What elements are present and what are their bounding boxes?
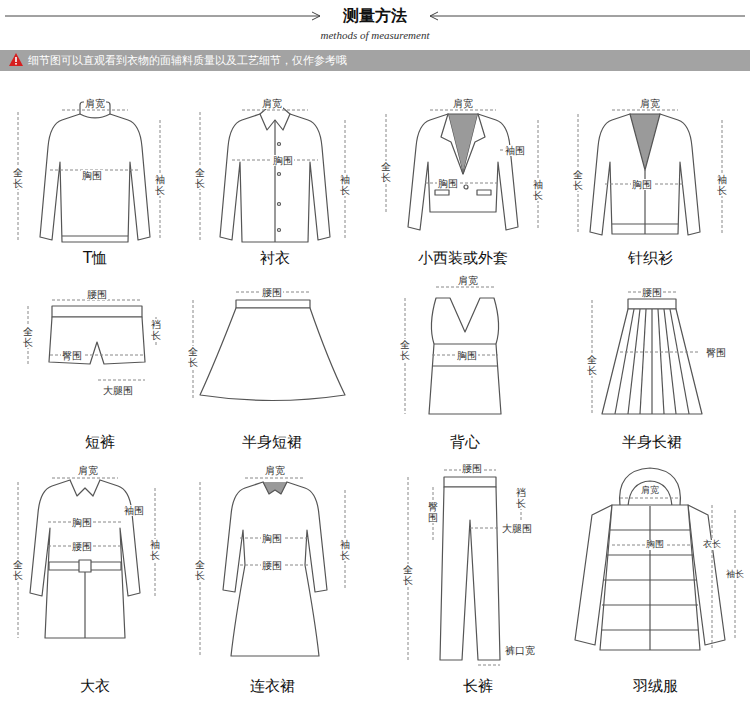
- notice-text: 细节图可以直观看到衣物的面辅料质量以及工艺细节，仅作参考哦: [28, 55, 347, 67]
- measure-label: 袖长: [717, 174, 727, 196]
- measure-label: 胸围: [261, 533, 283, 544]
- garment-name: 羽绒服: [633, 678, 678, 695]
- measure-label: 全长: [23, 326, 33, 348]
- garment-name: 连衣裙: [250, 678, 295, 695]
- measure-label: 臀围: [428, 501, 438, 523]
- garment-name: T恤: [83, 250, 107, 267]
- measure-label: 胸围: [456, 350, 478, 361]
- measure-label: 袖长: [340, 174, 350, 196]
- measure-label: 袖长: [155, 174, 165, 196]
- measure-label: 肩宽: [77, 465, 99, 476]
- measure-label: 腰围: [641, 287, 663, 298]
- measure-label: 胸围: [71, 517, 93, 528]
- measure-label: 袖围: [504, 145, 526, 156]
- garment-name: 背心: [450, 434, 480, 451]
- measure-label: 大腿围: [102, 385, 134, 396]
- measure-label: 全长: [400, 339, 410, 361]
- measure-label: 裆长: [151, 319, 161, 341]
- garment-name: 小西装或外套: [418, 250, 508, 267]
- garment-name: 大衣: [80, 678, 110, 695]
- measure-label: 胸围: [272, 155, 294, 166]
- measure-label: 袖长: [150, 539, 160, 561]
- measure-label: 全长: [381, 161, 391, 183]
- measure-label: 大腿围: [501, 523, 533, 534]
- measure-label: 全长: [195, 167, 205, 189]
- garment-name: 衬衣: [260, 250, 290, 267]
- measure-label: 全长: [403, 564, 413, 586]
- garment-name: 半身短裙: [242, 434, 302, 451]
- measure-label: 肩宽: [84, 98, 106, 109]
- measure-label: 腰围: [71, 541, 93, 552]
- measure-label: 肩宽: [457, 275, 479, 286]
- measure-label: 腰围: [86, 289, 108, 300]
- measure-label: 袖长: [725, 570, 745, 580]
- measure-label: 全长: [195, 559, 205, 581]
- measure-label: 肩宽: [640, 486, 660, 496]
- measure-label: 全长: [573, 169, 583, 191]
- measure-label: 胸围: [645, 540, 665, 550]
- measure-label: 全长: [13, 559, 23, 581]
- measure-label: 肩宽: [264, 465, 286, 476]
- measure-label: 衣长: [702, 540, 722, 550]
- measure-label: 肩宽: [639, 98, 661, 109]
- page-title: 测量方法: [337, 7, 413, 25]
- garment-name: 短裤: [85, 434, 115, 451]
- measure-label: 胸围: [437, 178, 459, 189]
- measure-label: 全长: [13, 167, 23, 189]
- measure-label: 裤口宽: [504, 645, 536, 656]
- subtitle: methods of measurement: [321, 29, 430, 41]
- measure-label: 袖长: [340, 539, 350, 561]
- garment-name: 半身长裙: [622, 434, 682, 451]
- measure-label: 肩宽: [452, 98, 474, 109]
- measure-label: 腰围: [261, 287, 283, 298]
- garment-name: 长裤: [463, 678, 493, 695]
- measure-label: 袖长: [533, 179, 543, 201]
- measure-label: 胸围: [81, 170, 103, 181]
- measure-label: 腰围: [461, 463, 483, 474]
- measure-label: 胸围: [631, 179, 653, 190]
- measure-label: 臀围: [61, 350, 83, 361]
- measure-label: 全长: [188, 346, 198, 368]
- garment-name: 针织衫: [628, 250, 673, 267]
- measure-label: 裆长: [516, 487, 526, 509]
- measure-label: 肩宽: [261, 98, 283, 109]
- measure-label: 袖围: [123, 505, 145, 516]
- measure-label: 臀围: [705, 347, 727, 358]
- measure-label: 腰围: [261, 560, 283, 571]
- measure-label: 全长: [587, 354, 597, 376]
